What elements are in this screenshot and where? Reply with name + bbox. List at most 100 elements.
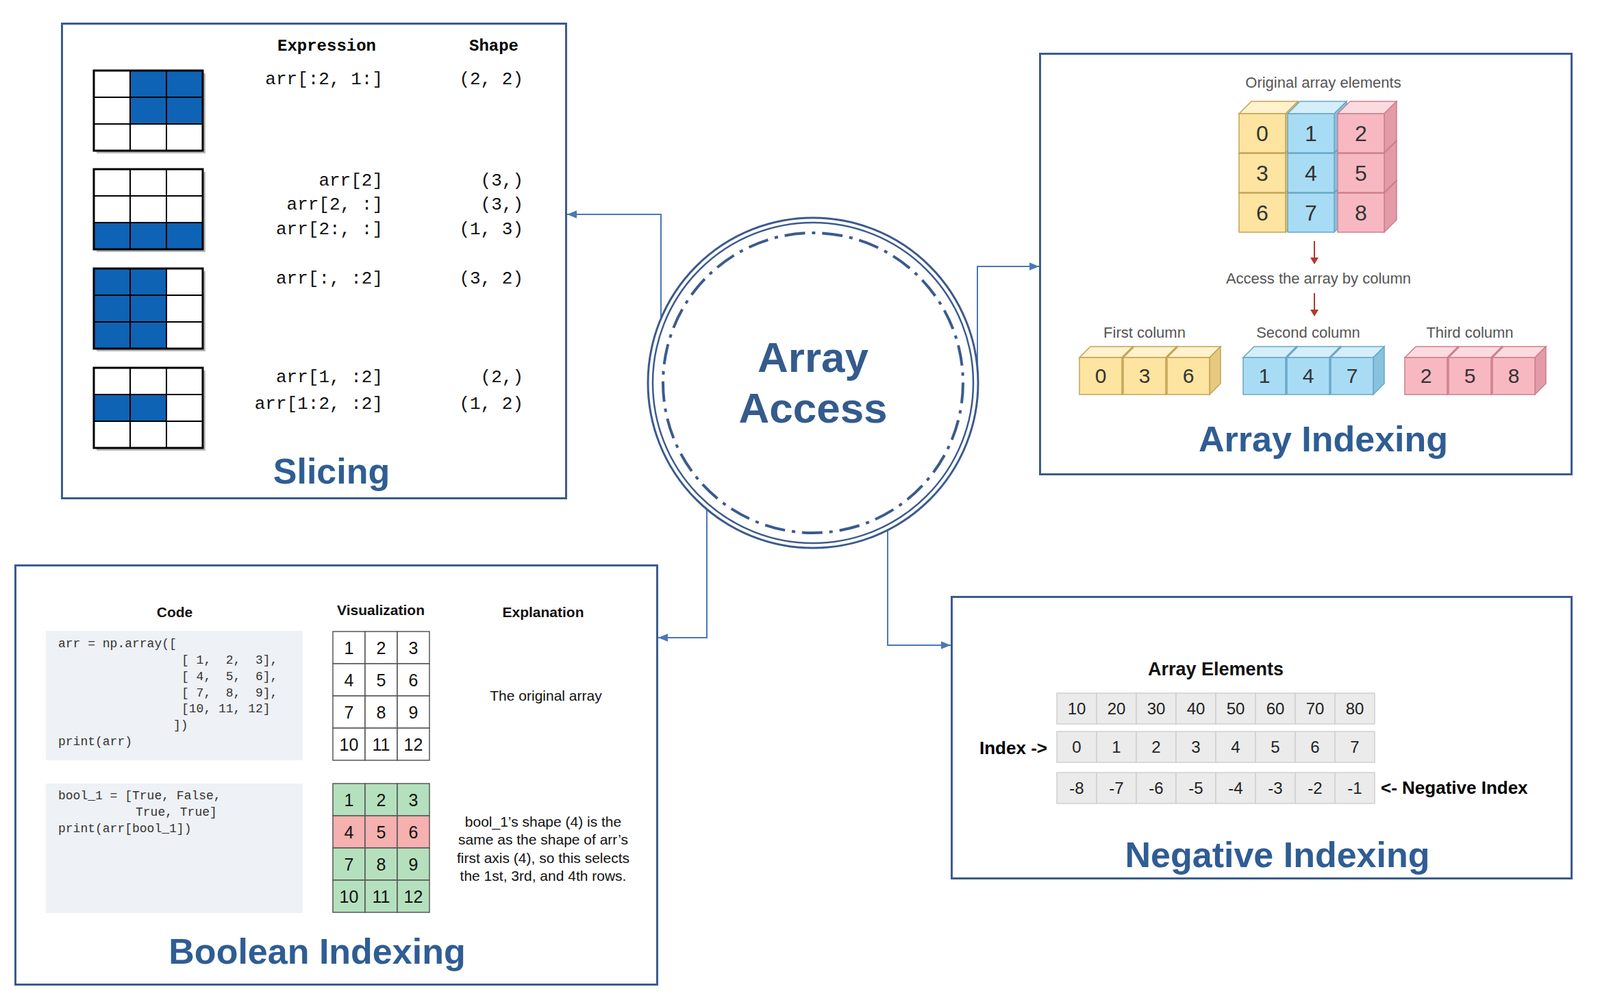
array-cell [332, 631, 366, 664]
table-cell [1255, 693, 1296, 724]
column-header: Shape [469, 36, 519, 56]
outer-ring [647, 217, 979, 548]
array-cell [332, 880, 366, 913]
second-ring [652, 222, 974, 544]
hub-circle: Array Access [646, 216, 980, 550]
table-cell-text: 7 [1350, 737, 1359, 757]
code-box [45, 783, 303, 914]
array-value: 12 [404, 734, 424, 755]
cube-value: 6 [1182, 364, 1195, 388]
cube [1330, 346, 1385, 395]
array-cell [365, 631, 398, 664]
code-expression: arr[1, :2] [276, 367, 383, 388]
cube-value: 5 [1464, 364, 1477, 388]
table-cell [1255, 772, 1296, 804]
array-value: 9 [408, 854, 419, 874]
table-cell [1215, 772, 1256, 804]
array-value: 6 [408, 821, 419, 842]
array-cell [365, 663, 398, 696]
circle-outline [646, 216, 980, 550]
caption: Second column [1256, 323, 1361, 342]
grid-outline [93, 169, 203, 250]
table-cell [1176, 731, 1216, 763]
cube [1492, 346, 1546, 395]
array-value: 6 [408, 669, 419, 690]
table-cell-text: 3 [1191, 737, 1200, 757]
table-cell-text: -8 [1069, 778, 1084, 798]
array-cell [397, 815, 430, 848]
table-cell-text: 5 [1270, 737, 1280, 757]
cube-side [1373, 346, 1385, 395]
code-line: print(arr[bool_1]) [58, 821, 192, 836]
array-cell [397, 783, 430, 816]
array-cell [332, 815, 366, 848]
cube-value: 6 [1256, 200, 1269, 226]
cube-value: 8 [1354, 200, 1368, 226]
array-value: 5 [376, 669, 387, 690]
array-value: 2 [376, 637, 387, 658]
section-panel: Slicing [60, 22, 568, 500]
code-line: print(arr) [58, 734, 133, 749]
cube-face [1492, 357, 1535, 395]
grid-cell [130, 367, 167, 395]
cube-face [1167, 357, 1210, 395]
grid-cell [166, 295, 203, 322]
grid-cell [130, 97, 167, 124]
table-cell-text: 2 [1151, 737, 1161, 757]
section-panel: Negative Indexing [950, 595, 1573, 880]
cube-face [1079, 357, 1122, 395]
grid-cell [93, 169, 131, 196]
cube-face [1287, 113, 1335, 153]
code-expression: (3,) [480, 170, 524, 192]
array-value: 7 [344, 854, 355, 874]
grid-cell [166, 394, 203, 422]
table-cell [1295, 772, 1335, 804]
cube-value: 4 [1302, 364, 1315, 388]
array-cell [397, 631, 430, 664]
explanation: The original array [489, 687, 602, 705]
array-cell [365, 695, 398, 729]
code-line: bool_1 = [True, False, [58, 789, 222, 803]
grid-outline [93, 367, 203, 448]
table-cell-text: 40 [1186, 699, 1206, 719]
table-cell [1096, 772, 1137, 804]
array-cell [397, 847, 430, 881]
grid-cell [166, 169, 203, 196]
table-cell-text: 80 [1345, 699, 1365, 719]
cube-side [1534, 346, 1546, 395]
code-expression: arr[2:, :] [276, 219, 383, 240]
table-cell-text: 10 [1067, 699, 1087, 719]
cube-side [1209, 346, 1221, 395]
cube-value: 8 [1508, 364, 1520, 388]
array-cell [397, 728, 430, 761]
table-cell-text: 60 [1266, 699, 1285, 719]
grid-cell [130, 421, 167, 448]
cube-face [1239, 193, 1286, 233]
array-value: 10 [339, 734, 359, 755]
table-cell [1176, 693, 1216, 724]
table-cell-text: -2 [1307, 778, 1322, 798]
code-line: [ 7, 8, 9], [181, 686, 278, 700]
array-value: 9 [408, 702, 419, 722]
cube-value: 2 [1420, 364, 1433, 388]
grid-cell [166, 97, 203, 124]
column-header: Expression [277, 36, 377, 56]
code-expression: (2, 2) [458, 69, 524, 90]
grid-cell [166, 195, 203, 223]
cube-value: 3 [1256, 160, 1269, 186]
table-cell [1136, 772, 1177, 804]
table-cell [1215, 693, 1256, 724]
section-panel: Boolean Indexing [14, 564, 659, 986]
array-value: 11 [372, 886, 391, 907]
grid-cell [93, 268, 131, 296]
cube-face [1239, 153, 1286, 193]
caption: Access the array by column [1226, 269, 1411, 288]
array-value: 8 [376, 854, 387, 874]
connector-arrow [567, 214, 661, 319]
cube-face [1287, 193, 1335, 233]
grid-cell [130, 195, 167, 223]
row-label: Index -> [979, 737, 1048, 759]
grid-cell [130, 295, 167, 322]
cube-face [1337, 193, 1385, 233]
row-label: <- Negative Index [1380, 777, 1529, 799]
